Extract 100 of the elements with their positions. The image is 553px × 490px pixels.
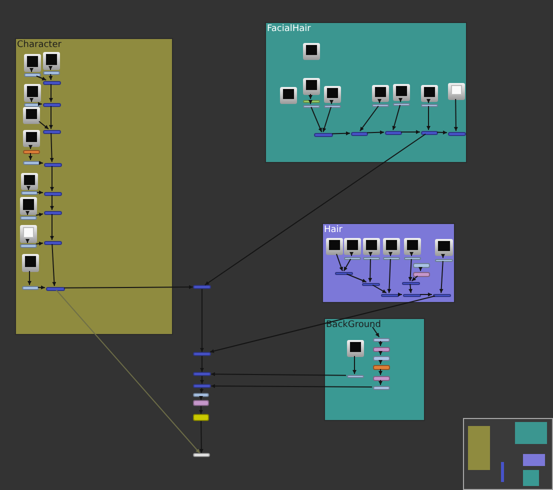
merge-node bbox=[314, 133, 333, 137]
merge-node bbox=[373, 338, 390, 342]
merge-node bbox=[23, 161, 40, 165]
merge-node bbox=[193, 285, 211, 289]
merge-node bbox=[46, 287, 65, 291]
merge-node bbox=[193, 453, 210, 457]
merge-node bbox=[402, 282, 420, 285]
merge-node bbox=[413, 263, 430, 268]
merge-node bbox=[193, 384, 211, 388]
merge-node bbox=[44, 241, 62, 245]
connector-arrow bbox=[398, 98, 402, 102]
thumbnail-node bbox=[326, 238, 343, 255]
connector-arrow bbox=[398, 292, 402, 296]
connector-arrow bbox=[56, 290, 200, 454]
merge-node bbox=[381, 294, 399, 297]
connector-arrow bbox=[392, 104, 401, 130]
thumbnail-node bbox=[24, 54, 41, 72]
thumbnail-node bbox=[448, 83, 465, 100]
connector-arrow bbox=[28, 270, 32, 286]
merge-node bbox=[383, 257, 400, 260]
merge-node bbox=[44, 163, 62, 167]
connector-arrow bbox=[28, 145, 32, 150]
merge-node bbox=[23, 150, 40, 154]
connector-arrow bbox=[36, 212, 44, 217]
thumbnail-node bbox=[24, 84, 41, 102]
merge-node bbox=[43, 71, 60, 75]
merge-node bbox=[373, 356, 390, 361]
connector-arrow bbox=[28, 152, 32, 160]
connector-arrow bbox=[372, 326, 380, 338]
connector-arrow bbox=[366, 130, 384, 134]
backdrop-group bbox=[324, 318, 425, 421]
connector-arrow bbox=[426, 99, 430, 104]
connector-arrow bbox=[322, 106, 332, 132]
thumbnail-node bbox=[43, 52, 60, 70]
connector-arrow bbox=[38, 285, 46, 290]
backdrop-group bbox=[265, 22, 467, 163]
merge-node bbox=[344, 257, 361, 260]
connector-arrow bbox=[441, 254, 445, 258]
thumbnail-node bbox=[303, 78, 320, 95]
group-title: BackGround bbox=[326, 320, 381, 331]
connector-arrow bbox=[50, 166, 54, 192]
merge-node bbox=[20, 216, 37, 220]
connector-arrow bbox=[387, 258, 392, 294]
connector-arrow bbox=[343, 258, 352, 272]
connector-arrow bbox=[426, 106, 430, 130]
merge-node bbox=[22, 286, 39, 290]
merge-node bbox=[433, 294, 451, 297]
connector-arrow bbox=[378, 380, 382, 386]
connector-arrow bbox=[400, 130, 420, 134]
merge-node bbox=[43, 130, 61, 134]
backdrop-group bbox=[15, 38, 173, 335]
merge-node bbox=[347, 375, 364, 378]
thumbnail-node bbox=[280, 87, 297, 104]
group-title: Hair bbox=[324, 225, 342, 236]
merge-node bbox=[324, 105, 341, 108]
thumbnail-node bbox=[347, 340, 364, 357]
merge-node bbox=[421, 104, 438, 107]
thumbnail-node bbox=[372, 85, 389, 102]
connector-arrow bbox=[49, 106, 53, 130]
connector-arrow bbox=[308, 94, 312, 100]
merge-node bbox=[373, 365, 390, 370]
thumbnail-node bbox=[404, 238, 421, 255]
merge-node bbox=[363, 257, 380, 260]
merge-node bbox=[193, 372, 211, 376]
connector-arrow bbox=[26, 211, 30, 216]
merge-node bbox=[403, 294, 421, 297]
connector-arrow bbox=[200, 388, 204, 394]
connector-arrow bbox=[38, 120, 50, 130]
merge-node bbox=[193, 393, 209, 397]
connector-arrow bbox=[36, 76, 47, 80]
merge-node bbox=[335, 272, 353, 275]
thumbnail-node bbox=[22, 254, 39, 272]
connector-arrow bbox=[50, 132, 54, 162]
connector-arrow bbox=[210, 296, 436, 353]
connector-arrow bbox=[350, 252, 354, 256]
connector-arrow bbox=[330, 100, 334, 104]
connector-arrow bbox=[359, 106, 379, 132]
merge-node bbox=[44, 211, 62, 215]
thumbnail-node bbox=[21, 173, 38, 190]
merge-node bbox=[193, 400, 209, 406]
connector-arrow bbox=[210, 372, 346, 376]
thumbnail-node bbox=[421, 85, 438, 102]
connector-arrow bbox=[36, 190, 44, 194]
merge-node bbox=[362, 283, 380, 286]
connector-arrow bbox=[26, 186, 30, 190]
connector-arrow bbox=[408, 284, 413, 294]
connector-arrow bbox=[420, 292, 432, 296]
merge-node bbox=[373, 347, 390, 352]
connector-arrow bbox=[26, 239, 30, 244]
connector-arrow bbox=[30, 98, 34, 102]
connector-arrow bbox=[50, 214, 54, 240]
thumbnail-node bbox=[393, 84, 410, 101]
connector-arrow bbox=[204, 134, 426, 286]
connector-arrow bbox=[308, 100, 312, 104]
thumbnail-node bbox=[383, 238, 400, 255]
merge-node bbox=[373, 386, 390, 390]
connector-arrow bbox=[378, 99, 382, 104]
merge-node bbox=[413, 272, 430, 277]
merge-node bbox=[24, 73, 41, 77]
thumbnail-node bbox=[344, 238, 361, 255]
